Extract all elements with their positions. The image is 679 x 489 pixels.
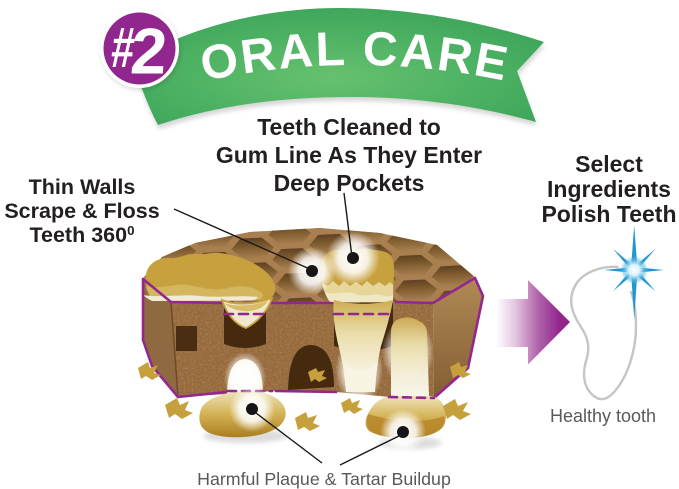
svg-text:2: 2 [128, 15, 169, 88]
svg-text:#: # [109, 16, 136, 80]
